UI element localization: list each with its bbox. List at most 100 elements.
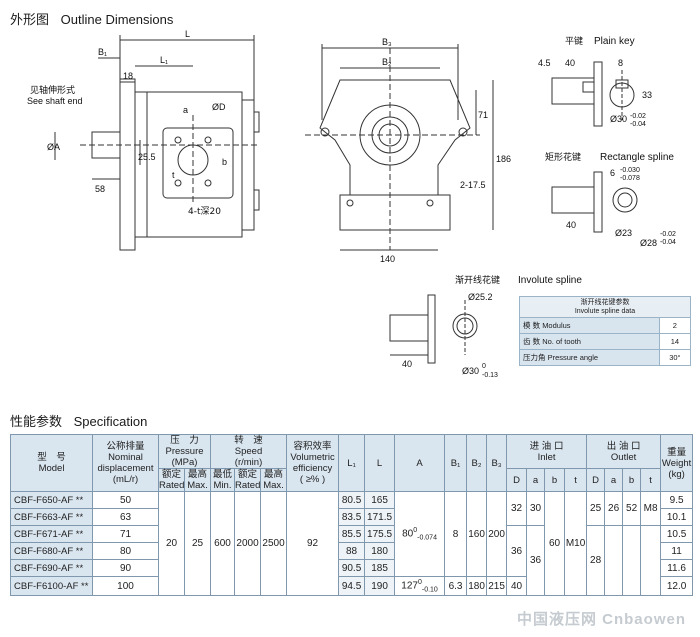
cell-model: CBF-F663-AF ** <box>10 508 93 526</box>
dim-t: t <box>172 170 175 180</box>
table-row: CBF-F6100-AF ** 100 94.5 190 1270-0.10 6… <box>10 575 694 597</box>
cell-L: 165 <box>364 491 396 509</box>
cell-L1: 83.5 <box>338 508 366 526</box>
cell-in-a: 30 <box>526 491 546 526</box>
table-row: CBF-F663-AF ** 63 83.5 171.5 10.1 <box>10 508 694 526</box>
involute-cn: 渐开线花键 <box>455 274 500 286</box>
hdr-rated-en: Rated <box>159 480 185 491</box>
cell-vol: 92 <box>286 490 340 597</box>
plain-key-en: Plain key <box>594 36 635 47</box>
spline-row-key: 齿 数 No. of tooth <box>519 333 660 350</box>
cell-disp: 100 <box>92 575 159 597</box>
cell-weight: 9.5 <box>660 491 694 509</box>
hdr-press-en: Pressure <box>165 446 204 457</box>
rs-tol2-up: -0.02 <box>660 231 676 238</box>
hdr-in-b: b <box>544 468 566 492</box>
hdr-out-b: b <box>622 468 642 492</box>
dim-B2: B₂ <box>382 57 392 67</box>
hdr-in-D: D <box>506 468 528 492</box>
spec-section-title: 性能参数 Specification <box>10 411 147 430</box>
cell-L1: 80.5 <box>338 491 366 509</box>
cell-B3: 200 <box>486 491 508 577</box>
table-row: CBF-F690-AF ** 90 90.5 185 11.6 <box>10 559 694 577</box>
inv-phi25-2: Ø25.2 <box>468 292 493 302</box>
cell-A: 800-0.074 <box>394 491 446 577</box>
hdr-min-en: Min. <box>213 480 232 491</box>
cell-weight: 10.1 <box>660 508 694 526</box>
inv-phi30: Ø30 <box>462 366 479 376</box>
rect-spline-en: Rectangle spline <box>600 152 674 163</box>
cell-out-b: 52 <box>622 491 642 526</box>
spline-row-value: 2 <box>658 317 692 334</box>
cell-rated-s: 2000 <box>234 490 262 597</box>
rs-tol-dn: -0.078 <box>620 175 640 182</box>
spline-row-cn: 齿 数 <box>523 337 541 346</box>
hdr-inlet-cn: 进 油 口 <box>529 440 564 452</box>
cell-in-t: M10 <box>564 490 588 597</box>
cell-max-s: 2500 <box>260 490 288 597</box>
spline-row-en: No. of tooth <box>542 337 581 346</box>
cell-L1: 90.5 <box>338 559 366 577</box>
pk-tol-up: -0.02 <box>630 113 646 120</box>
hdr-max-en: Max. <box>187 480 208 491</box>
dim-L1: L₁ <box>160 55 168 65</box>
hdr-disp-unit: (mL/r) <box>112 474 139 485</box>
involute-en: Involute spline <box>518 275 582 286</box>
hdr-disp-cn: 公称排量 <box>106 441 145 452</box>
dim-140: 140 <box>380 254 395 264</box>
cell-out-a <box>604 524 624 597</box>
dim-thread: 4-t深20 <box>188 206 221 217</box>
hdr-srated-cn: 额定 <box>238 469 258 480</box>
hdr-speed-unit: (r/min) <box>234 457 263 468</box>
pump-body-front <box>319 79 471 231</box>
outline-drawing: L L₁ B₁ 18 58 ØA a b ØD 25.5 t 4-t深20 见轴… <box>27 29 676 379</box>
cell-L1: 94.5 <box>338 575 366 597</box>
cell-in-D: 40 <box>506 575 528 597</box>
cell-model: CBF-F6100-AF ** <box>10 575 93 597</box>
hdr-speed-cn: 转 速 <box>234 435 263 446</box>
hdr-press-unit: (MPa) <box>171 457 198 468</box>
hdr-outlet-en: Outlet <box>610 451 637 463</box>
cell-A-last-dn: -0.10 <box>421 586 438 594</box>
cell-B2: 160 <box>466 491 488 577</box>
inv-tol-up: 0 <box>482 363 486 370</box>
hdr-model-en: Model <box>38 463 65 474</box>
cell-disp: 80 <box>92 542 159 560</box>
cell-out-D: 28 <box>586 524 606 597</box>
cell-disp: 63 <box>92 508 159 526</box>
spline-row-cn: 压力角 <box>523 353 546 362</box>
spline-row-en: Pressure angle <box>547 353 599 362</box>
table-row: CBF-F671-AF ** 71 85.5 175.5 36 36 28 10… <box>10 524 694 597</box>
cell-B1: 8 <box>444 491 468 577</box>
cell-weight: 11 <box>660 542 694 560</box>
hdr-weight-en: Weight <box>661 457 692 469</box>
spline-row-cn: 模 数 <box>523 321 541 330</box>
cell-L: 175.5 <box>364 525 396 543</box>
cell-model: CBF-F650-AF ** <box>10 491 93 509</box>
hdr-B2: B₂ <box>466 434 488 492</box>
cell-model: CBF-F680-AF ** <box>10 542 93 560</box>
hdr-max-cn: 最高 <box>188 469 208 480</box>
cell-out-t <box>640 524 662 597</box>
hdr-A: A <box>394 434 446 492</box>
cell-L1: 85.5 <box>338 525 366 543</box>
cell-disp: 71 <box>92 525 159 543</box>
pump-body-side <box>119 78 136 251</box>
cell-out-a: 26 <box>604 491 624 526</box>
hdr-in-a: a <box>526 468 546 492</box>
hdr-min-cn: 最低 <box>213 469 233 480</box>
hdr-vol-unit: ( ≥% ) <box>299 474 326 485</box>
rs-phi23: Ø23 <box>615 228 632 238</box>
cell-L: 185 <box>364 559 396 577</box>
hdr-inlet-en: Inlet <box>537 451 556 463</box>
cell-in-b: 60 <box>544 490 566 597</box>
cell-weight: 12.0 <box>660 575 694 597</box>
